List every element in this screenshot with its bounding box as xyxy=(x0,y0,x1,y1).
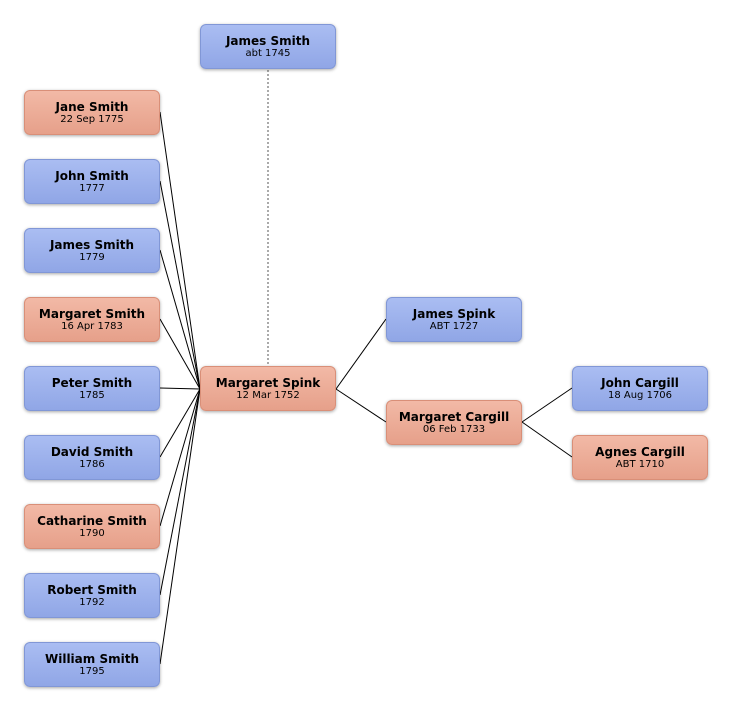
person-name: James Smith xyxy=(225,33,311,48)
person-card-parent-mother[interactable]: Margaret Cargill 06 Feb 1733 xyxy=(386,400,522,445)
child-connector xyxy=(159,388,201,596)
person-name: Agnes Cargill xyxy=(595,444,685,459)
person-name: John Cargill xyxy=(601,375,679,390)
person-date: 22 Sep 1775 xyxy=(60,113,124,125)
person-date: 12 Mar 1752 xyxy=(236,389,300,401)
person-date: 1779 xyxy=(79,251,105,263)
person-date: 18 Aug 1706 xyxy=(607,389,673,401)
person-card-child[interactable]: James Smith 1779 xyxy=(24,228,160,273)
person-date: 16 Apr 1783 xyxy=(61,320,123,332)
person-date: 06 Feb 1733 xyxy=(422,423,486,435)
person-name: James Spink xyxy=(412,306,496,321)
person-name: David Smith xyxy=(50,444,134,459)
person-name: Peter Smith xyxy=(51,375,133,390)
child-connector xyxy=(159,388,201,527)
person-card-grandparent-father[interactable]: John Cargill 18 Aug 1706 xyxy=(572,366,708,411)
person-card-child[interactable]: Peter Smith 1785 xyxy=(24,366,160,411)
parent-connector xyxy=(335,318,387,390)
child-connector xyxy=(159,388,201,458)
person-card-child[interactable]: William Smith 1795 xyxy=(24,642,160,687)
person-name: Margaret Smith xyxy=(38,306,146,321)
person-card-father[interactable]: James Smith abt 1745 xyxy=(200,24,336,69)
person-date: 1785 xyxy=(79,389,105,401)
person-name: William Smith xyxy=(44,651,139,666)
person-card-focus[interactable]: Margaret Spink 12 Mar 1752 xyxy=(200,366,336,411)
person-card-child[interactable]: Margaret Smith 16 Apr 1783 xyxy=(24,297,160,342)
child-connector xyxy=(159,180,201,390)
person-card-parent-father[interactable]: James Spink ABT 1727 xyxy=(386,297,522,342)
child-connector xyxy=(159,388,201,665)
person-date: ABT 1727 xyxy=(429,320,479,332)
grandparent-connector xyxy=(521,387,573,423)
person-date: 1790 xyxy=(79,527,105,539)
child-connector xyxy=(159,318,201,390)
person-name: Robert Smith xyxy=(47,582,137,597)
person-date: 1792 xyxy=(79,596,105,608)
person-card-child[interactable]: David Smith 1786 xyxy=(24,435,160,480)
person-date: 1777 xyxy=(79,182,105,194)
person-date: 1795 xyxy=(79,665,105,677)
person-card-child[interactable]: Jane Smith 22 Sep 1775 xyxy=(24,90,160,135)
person-date: ABT 1710 xyxy=(615,458,665,470)
person-card-grandparent-mother[interactable]: Agnes Cargill ABT 1710 xyxy=(572,435,708,480)
person-date: abt 1745 xyxy=(245,47,291,59)
person-name: John Smith xyxy=(55,168,129,183)
child-connector xyxy=(159,387,201,390)
child-connector xyxy=(159,249,201,390)
person-name: James Smith xyxy=(49,237,135,252)
person-card-child[interactable]: Catharine Smith 1790 xyxy=(24,504,160,549)
person-name: Jane Smith xyxy=(55,99,129,114)
person-card-child[interactable]: John Smith 1777 xyxy=(24,159,160,204)
grandparent-connector xyxy=(521,421,573,458)
person-card-child[interactable]: Robert Smith 1792 xyxy=(24,573,160,618)
person-name: Margaret Spink xyxy=(215,375,321,390)
person-name: Margaret Cargill xyxy=(398,409,510,424)
person-name: Catharine Smith xyxy=(37,513,147,528)
child-connector xyxy=(159,111,201,390)
person-date: 1786 xyxy=(79,458,105,470)
parent-connector xyxy=(335,388,387,423)
